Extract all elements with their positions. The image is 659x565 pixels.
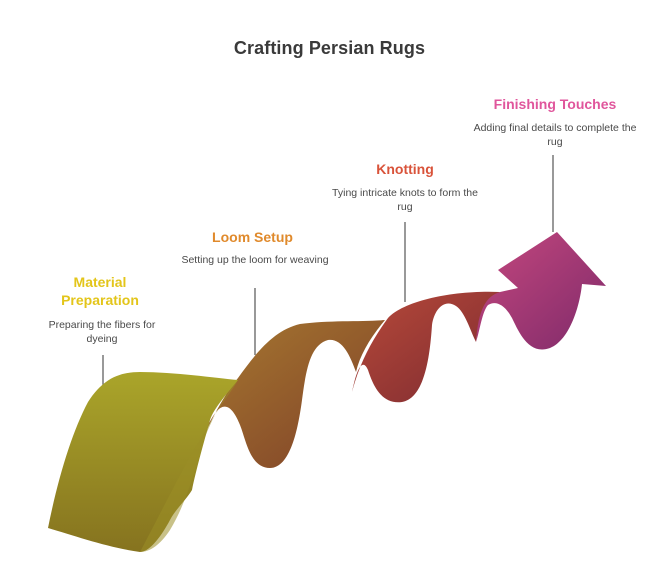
segment-knotting	[352, 291, 500, 403]
step-title-loom-setup: Loom Setup	[212, 229, 293, 245]
segment-material-preparation-fold	[140, 380, 238, 552]
step-desc-material-preparation: Preparing the fibers for dyeing	[48, 319, 156, 345]
segment-finishing-touches	[476, 232, 606, 350]
step-desc-finishing-touches: Adding final details to complete the rug	[473, 122, 637, 148]
step-title-finishing-touches: Finishing Touches	[493, 96, 617, 112]
step-title-material-preparation: Material Preparation	[61, 274, 139, 308]
step-title-knotting: Knotting	[376, 161, 434, 177]
diagram-title: Crafting Persian Rugs	[233, 38, 426, 58]
segment-material-preparation	[48, 372, 238, 552]
step-desc-knotting: Tying intricate knots to form the rug	[332, 187, 478, 213]
segment-loom-setup	[192, 320, 385, 468]
step-desc-loom-setup: Setting up the loom for weaving	[181, 254, 329, 266]
